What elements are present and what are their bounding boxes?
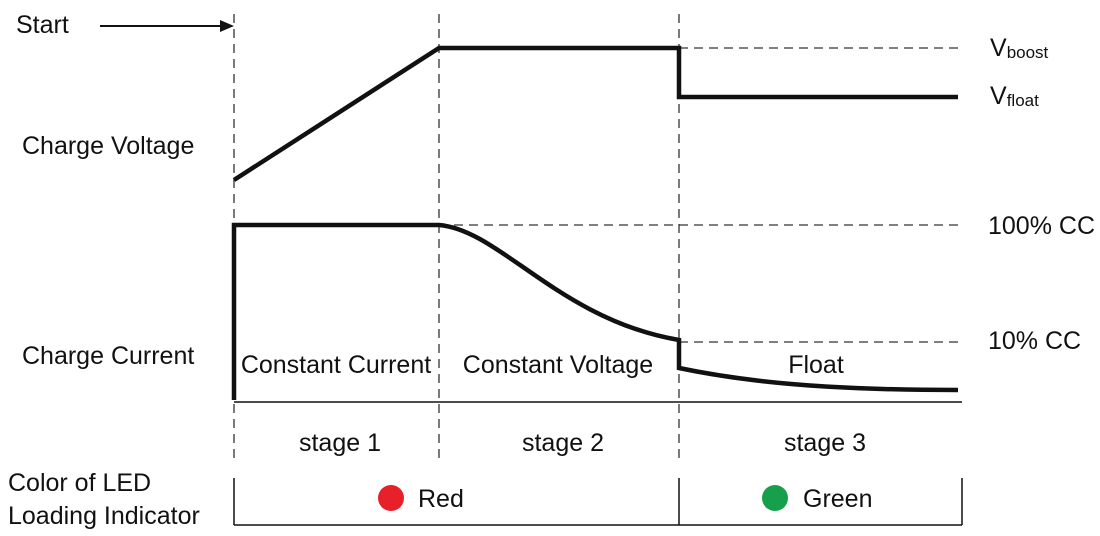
stage-boundaries: [233, 14, 680, 462]
green-led-label: Green: [803, 485, 872, 513]
mode-constant-voltage: Constant Voltage: [463, 351, 653, 379]
charge-current-label: Charge Current: [22, 342, 194, 370]
mode-float: Float: [788, 351, 844, 379]
charge-voltage-label: Charge Voltage: [22, 132, 194, 160]
green-led-dot: [762, 485, 788, 511]
vfloat-label: Vfloat: [990, 82, 1039, 110]
led-label-line1: Color of LED: [8, 469, 151, 497]
start-arrow: [100, 20, 234, 32]
stage-3-label: stage 3: [784, 429, 866, 457]
red-led-label: Red: [418, 485, 464, 513]
start-label: Start: [16, 11, 69, 39]
charge-current-curve: [231, 222, 959, 400]
full-cc-label: 100% CC: [988, 212, 1095, 240]
charge-voltage-curve: [232, 45, 958, 182]
mode-constant-current: Constant Current: [241, 351, 431, 379]
low-cc-label: 10% CC: [988, 327, 1081, 355]
stage-1-label: stage 1: [299, 429, 381, 457]
red-led-dot: [378, 485, 404, 511]
led-bracket: [233, 478, 963, 526]
led-label-line2: Loading Indicator: [8, 502, 200, 530]
reference-lines: [439, 47, 962, 343]
stage-2-label: stage 2: [522, 429, 604, 457]
vboost-label: Vboost: [990, 34, 1049, 62]
